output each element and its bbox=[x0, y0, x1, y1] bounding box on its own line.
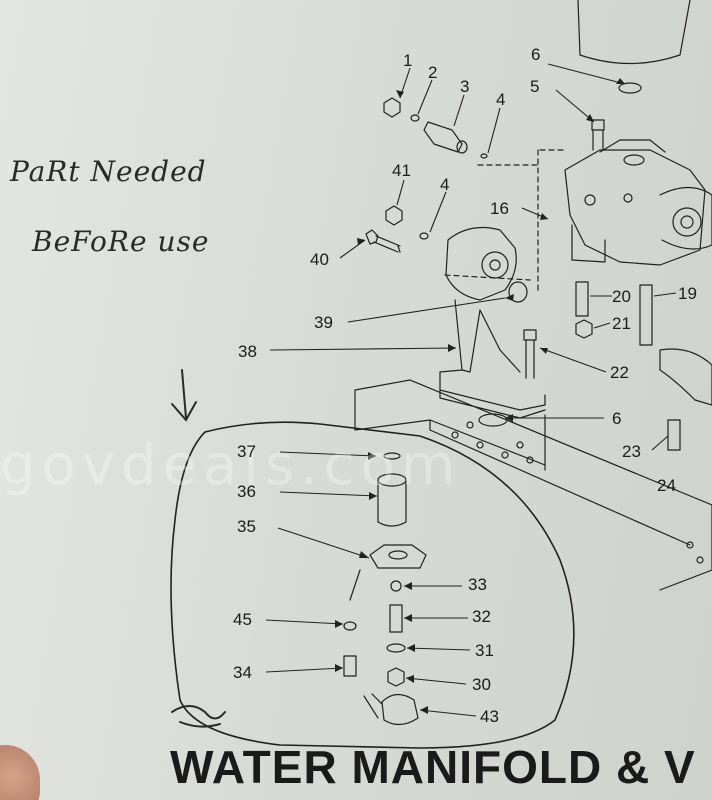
callout-1: 1 bbox=[403, 51, 413, 70]
section-title: WATER MANIFOLD & V bbox=[170, 741, 696, 793]
callout-39: 39 bbox=[314, 313, 333, 332]
callout-6b: 6 bbox=[612, 409, 622, 428]
bolt-41 bbox=[385, 205, 403, 226]
callout-40: 40 bbox=[310, 250, 329, 269]
callout-2: 2 bbox=[428, 63, 438, 82]
callout-6a: 6 bbox=[531, 45, 541, 64]
coupler-3 bbox=[423, 121, 463, 153]
callout-31: 31 bbox=[475, 641, 494, 660]
pump-leg bbox=[571, 224, 606, 263]
callout-4a: 4 bbox=[496, 90, 506, 109]
o-ring-6-bottom bbox=[478, 413, 508, 427]
bracket-38 bbox=[439, 299, 546, 411]
frame-beam bbox=[354, 379, 712, 591]
washer-2 bbox=[410, 114, 420, 122]
callout-45: 45 bbox=[233, 610, 252, 629]
o-ring-39 bbox=[508, 281, 528, 303]
callout-30: 30 bbox=[472, 675, 491, 694]
rod-19 bbox=[639, 284, 653, 346]
watermark: govdeals.com bbox=[0, 433, 462, 498]
handwritten-note-line2: BeFoRe use bbox=[32, 225, 210, 258]
callout-5: 5 bbox=[530, 77, 540, 96]
callout-33: 33 bbox=[468, 575, 487, 594]
callout-37: 37 bbox=[237, 442, 256, 461]
callout-3: 3 bbox=[460, 77, 470, 96]
callout-34: 34 bbox=[233, 663, 252, 682]
pump-body bbox=[564, 149, 706, 266]
washer-4 bbox=[480, 153, 488, 159]
handwritten-note-line1: PaRt Needed bbox=[10, 155, 207, 188]
callout-21: 21 bbox=[612, 314, 631, 333]
callout-35: 35 bbox=[237, 517, 256, 536]
pump-port bbox=[623, 154, 645, 166]
nut-1 bbox=[383, 97, 401, 118]
circled-region bbox=[170, 421, 575, 749]
pen-scribble bbox=[171, 705, 226, 728]
callout-36: 36 bbox=[237, 482, 256, 501]
o-ring-6-top bbox=[618, 82, 642, 94]
callout-41: 41 bbox=[392, 161, 411, 180]
callout-43: 43 bbox=[480, 707, 499, 726]
callout-16: 16 bbox=[490, 199, 509, 218]
callout-38: 38 bbox=[238, 342, 257, 361]
pump-end-cap bbox=[659, 186, 712, 250]
tank-outline bbox=[577, 0, 691, 65]
callout-19: 19 bbox=[678, 284, 697, 303]
handwritten-arrow-label: ↓ bbox=[168, 372, 198, 406]
callout-20: 20 bbox=[612, 287, 631, 306]
callout-24: 24 bbox=[657, 476, 676, 495]
nut-21 bbox=[575, 319, 593, 339]
callout-22: 22 bbox=[610, 363, 629, 382]
callout-4b: 4 bbox=[440, 175, 450, 194]
stud-20 bbox=[575, 281, 589, 317]
handwritten-arrow bbox=[171, 369, 197, 422]
callout-32: 32 bbox=[472, 607, 491, 626]
callout-23: 23 bbox=[622, 442, 641, 461]
bolt-40 bbox=[365, 229, 379, 245]
pump-flange bbox=[599, 139, 666, 153]
adapter-plate bbox=[445, 227, 517, 301]
